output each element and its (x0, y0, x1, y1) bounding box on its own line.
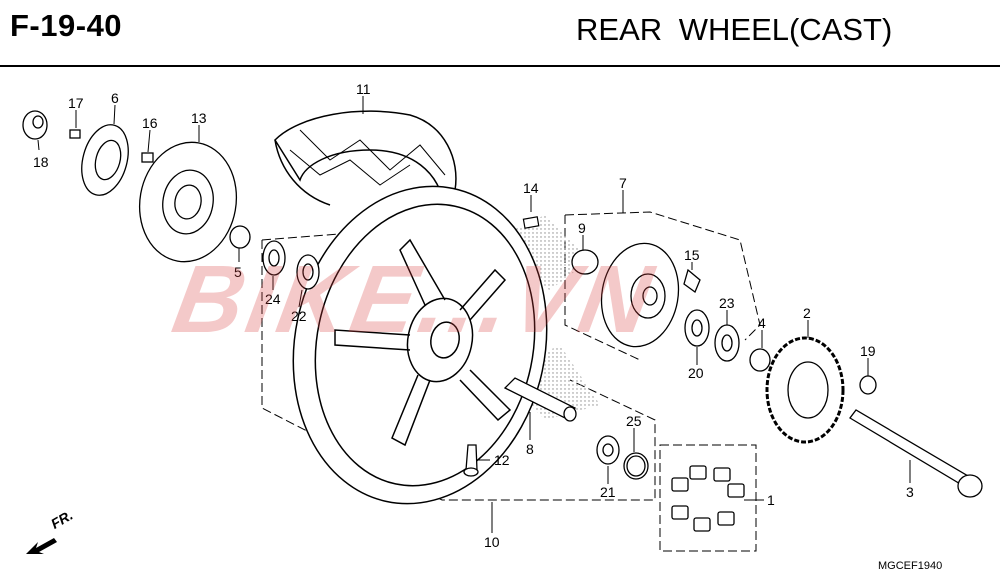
arrow-left-down-icon (26, 538, 57, 554)
diagram-title: REAR WHEEL(CAST) (576, 12, 893, 47)
catalog-code: MGCEF1940 (878, 560, 943, 572)
part-label-17: 17 (68, 95, 84, 111)
exploded-parts-diagram: 18 17 6 16 13 5 24 22 11 14 7 9 15 23 20… (22, 81, 983, 552)
flange-bearings (683, 268, 740, 362)
part-label-18: 18 (33, 154, 49, 170)
part-label-23: 23 (719, 295, 735, 311)
wheel-dampers (671, 465, 745, 532)
rear-wheel (292, 185, 548, 505)
distance-collar (503, 377, 577, 422)
part-label-14: 14 (523, 180, 539, 196)
part-label-24: 24 (265, 291, 281, 307)
part-label-3: 3 (906, 484, 914, 500)
part-labels: 18 17 6 16 13 5 24 22 11 14 7 9 15 23 20… (33, 81, 914, 550)
part-label-10: 10 (484, 534, 500, 550)
assembly-outline-7 (564, 211, 761, 361)
part-label-15: 15 (684, 247, 700, 263)
driven-flange (571, 242, 680, 348)
header-rule (0, 65, 1000, 67)
leader-lines (37, 96, 911, 533)
part-label-6: 6 (111, 90, 119, 106)
part-label-12: 12 (494, 452, 510, 468)
side-collar (749, 348, 771, 372)
part-label-19: 19 (860, 343, 876, 359)
part-label-16: 16 (142, 115, 158, 131)
left-bearing-oring (596, 435, 649, 480)
air-valve (463, 444, 479, 477)
part-label-25: 25 (626, 413, 642, 429)
small-fasteners (22, 110, 251, 249)
assembly-outline-1 (659, 444, 757, 552)
brake-disc (138, 141, 238, 263)
part-label-20: 20 (688, 365, 704, 381)
part-label-11: 11 (356, 81, 371, 97)
part-label-4: 4 (758, 315, 766, 331)
part-label-9: 9 (578, 220, 586, 236)
rear-axle (849, 409, 983, 498)
pulser-ring (81, 124, 129, 196)
balance-weight (522, 216, 540, 229)
final-driven-sprocket (765, 336, 845, 444)
sprocket-nut (859, 375, 877, 395)
part-label-22: 22 (291, 308, 307, 324)
watermark: BIKE...VN (165, 246, 664, 353)
diagram-code: F-19-40 (10, 8, 123, 43)
part-label-5: 5 (234, 264, 242, 280)
wheel-bearings (262, 240, 320, 290)
part-label-2: 2 (803, 305, 811, 321)
part-label-7: 7 (619, 175, 627, 191)
part-label-8: 8 (526, 441, 534, 457)
part-label-13: 13 (191, 110, 207, 126)
part-label-21: 21 (600, 484, 616, 500)
header: F-19-40 REAR WHEEL(CAST) (0, 0, 1000, 67)
part-label-1: 1 (767, 492, 775, 508)
